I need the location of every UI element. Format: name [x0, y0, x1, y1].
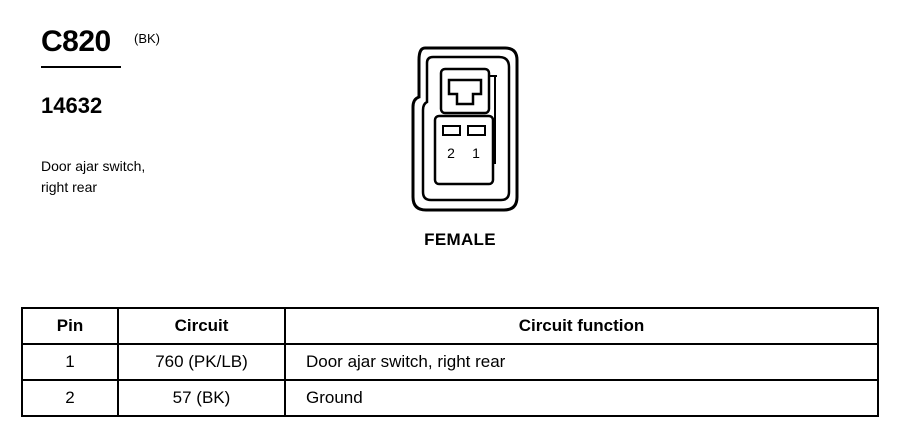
- connector-inner-housing: [421, 55, 511, 202]
- pin-number-label: 1: [472, 145, 480, 161]
- locking-tab-latch: [447, 78, 483, 106]
- pin-number-label: 2: [447, 145, 455, 161]
- circuit-cell: 57 (BK): [117, 379, 286, 417]
- part-number: 14632: [41, 93, 103, 118]
- terminal-cavity-pin-1: [467, 125, 486, 136]
- column-header-circuit-function: Circuit function: [284, 307, 879, 345]
- circuit-cell: 760 (PK/LB): [117, 343, 286, 381]
- color-code: (BK): [134, 31, 160, 46]
- connector-face-diagram: 2 1: [411, 46, 519, 212]
- table-row: 2 57 (BK) Ground: [21, 379, 879, 417]
- terminal-block: [433, 114, 495, 186]
- description-line-2: right rear: [41, 179, 98, 195]
- table-header-row: Pin Circuit Circuit function: [21, 307, 879, 345]
- terminal-cavity-pin-2: [442, 125, 461, 136]
- connector-outer-housing: [411, 46, 519, 212]
- connector-gender-label: FEMALE: [424, 230, 496, 249]
- connector-id-underline: [41, 66, 121, 68]
- table-row: 1 760 (PK/LB) Door ajar switch, right re…: [21, 343, 879, 381]
- description-line-1: Door ajar switch,: [41, 158, 146, 174]
- locking-tab-housing: [439, 67, 491, 115]
- pin-cell: 1: [21, 343, 119, 381]
- column-header-pin: Pin: [21, 307, 119, 345]
- pin-cell: 2: [21, 379, 119, 417]
- column-header-circuit: Circuit: [117, 307, 286, 345]
- connector-description: Door ajar switch, right rear: [41, 156, 145, 198]
- connector-id: C820: [41, 25, 111, 58]
- pin-table: Pin Circuit Circuit function 1 760 (PK/L…: [21, 307, 879, 417]
- circuit-function-cell: Door ajar switch, right rear: [284, 343, 879, 381]
- circuit-function-cell: Ground: [284, 379, 879, 417]
